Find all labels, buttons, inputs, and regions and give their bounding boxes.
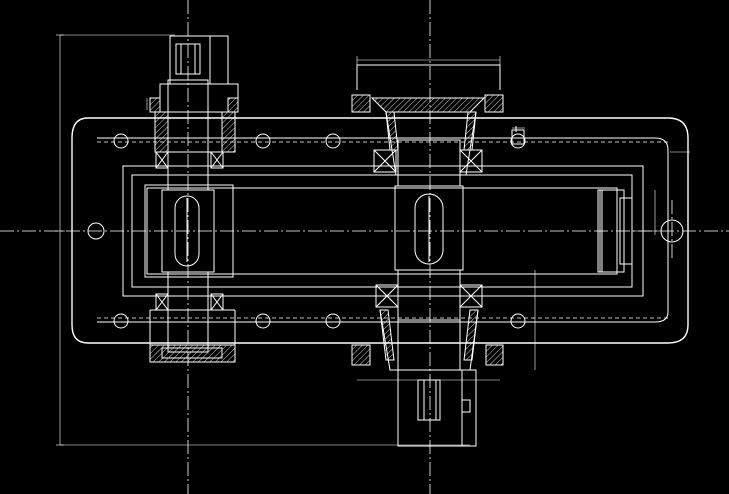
overall-dimensions	[55, 34, 690, 446]
output-shaft	[351, 64, 504, 447]
input-shaft	[144, 35, 239, 363]
right-end-details	[511, 126, 660, 273]
bolt-holes	[87, 133, 684, 329]
